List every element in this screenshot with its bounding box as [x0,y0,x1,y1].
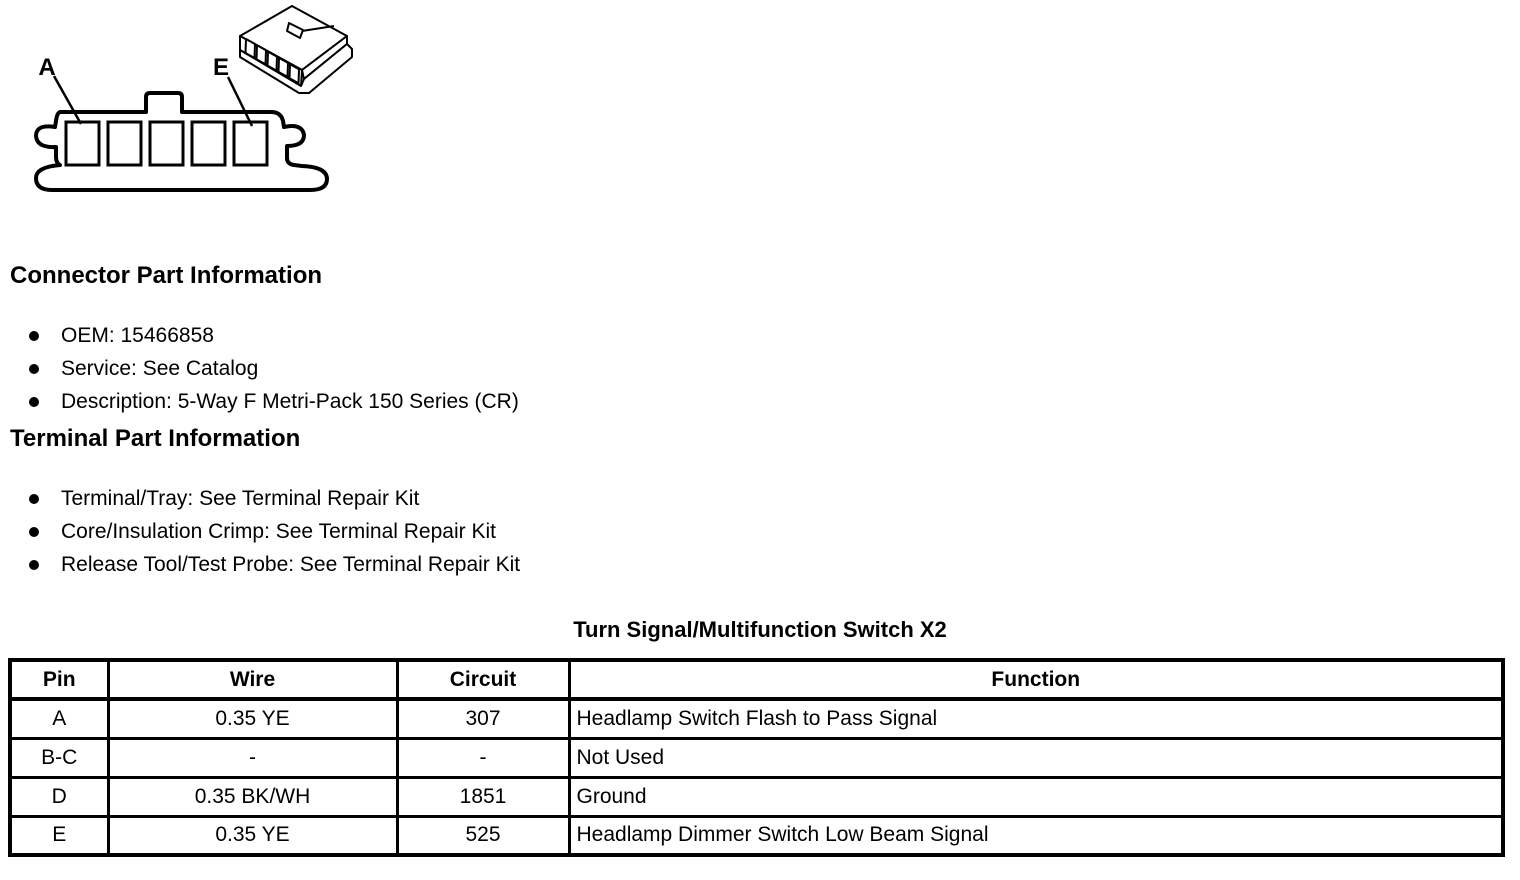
cavity-a [66,122,99,165]
table-row: D 0.35 BK/WH 1851 Ground [8,775,1505,818]
column-header-wire: Wire [106,658,399,701]
list-item: Service: See Catalog [29,352,519,385]
circuit-cell: 525 [395,814,571,857]
wire-cell: 0.35 YE [106,814,399,857]
cavity-d [192,122,225,165]
function-cell: Headlamp Dimmer Switch Low Beam Signal [567,814,1505,857]
list-item: Release Tool/Test Probe: See Terminal Re… [29,548,520,581]
terminal-info-heading: Terminal Part Information [10,425,301,452]
list-item: Description: 5-Way F Metri-Pack 150 Seri… [29,385,519,418]
circuit-cell: 1851 [395,775,571,818]
list-item-text: Description: 5-Way F Metri-Pack 150 Seri… [61,389,519,413]
cavity-b [108,122,141,165]
table-row: B-C - - Not Used [8,736,1505,779]
wire-cell: 0.35 BK/WH [106,775,399,818]
table-row: A 0.35 YE 307 Headlamp Switch Flash to P… [8,697,1505,740]
pin-a-label: A [38,54,55,81]
list-item: OEM: 15466858 [29,319,519,352]
connector-info-heading: Connector Part Information [10,262,323,289]
connector-info-list: OEM: 15466858 Service: See Catalog Descr… [29,319,519,418]
pin-table-title: Turn Signal/Multifunction Switch X2 [573,617,947,642]
terminal-info-list: Terminal/Tray: See Terminal Repair Kit C… [29,482,520,581]
connector-diagram: A E [0,0,380,210]
bullet-icon [29,559,39,570]
bullet-icon [29,526,39,537]
list-item-text: Core/Insulation Crimp: See Terminal Repa… [61,519,496,543]
list-item-text: Terminal/Tray: See Terminal Repair Kit [61,486,420,510]
cavity-c [150,122,183,165]
bullet-icon [29,330,39,341]
pin-cell: D [8,775,110,818]
column-header-circuit: Circuit [395,658,571,701]
bullet-icon [29,493,39,504]
function-cell: Not Used [567,736,1505,779]
circuit-cell: - [395,736,571,779]
list-item: Terminal/Tray: See Terminal Repair Kit [29,482,520,515]
bullet-icon [29,396,39,407]
wire-cell: - [106,736,399,779]
cavity-e [234,122,267,165]
pin-cell: B-C [8,736,110,779]
pin-e-leader-line [228,77,252,126]
connector-isometric-view [240,6,352,93]
pin-cell: E [8,814,110,857]
function-cell: Ground [567,775,1505,818]
table-header-row: Pin Wire Circuit Function [8,658,1505,701]
pin-e-label: E [213,54,229,81]
column-header-pin: Pin [8,658,110,701]
connector-cavities [66,122,267,165]
list-item: Core/Insulation Crimp: See Terminal Repa… [29,515,520,548]
function-cell: Headlamp Switch Flash to Pass Signal [567,697,1505,740]
pin-table: Pin Wire Circuit Function A 0.35 YE 307 … [8,658,1505,857]
wire-cell: 0.35 YE [106,697,399,740]
circuit-cell: 307 [395,697,571,740]
pin-a-leader-line [54,76,81,124]
list-item-text: OEM: 15466858 [61,323,214,347]
table-row: E 0.35 YE 525 Headlamp Dimmer Switch Low… [8,814,1505,857]
bullet-icon [29,363,39,374]
list-item-text: Service: See Catalog [61,356,259,380]
pin-cell: A [8,697,110,740]
column-header-function: Function [567,658,1505,701]
list-item-text: Release Tool/Test Probe: See Terminal Re… [61,552,521,576]
latch-tab [287,23,303,38]
